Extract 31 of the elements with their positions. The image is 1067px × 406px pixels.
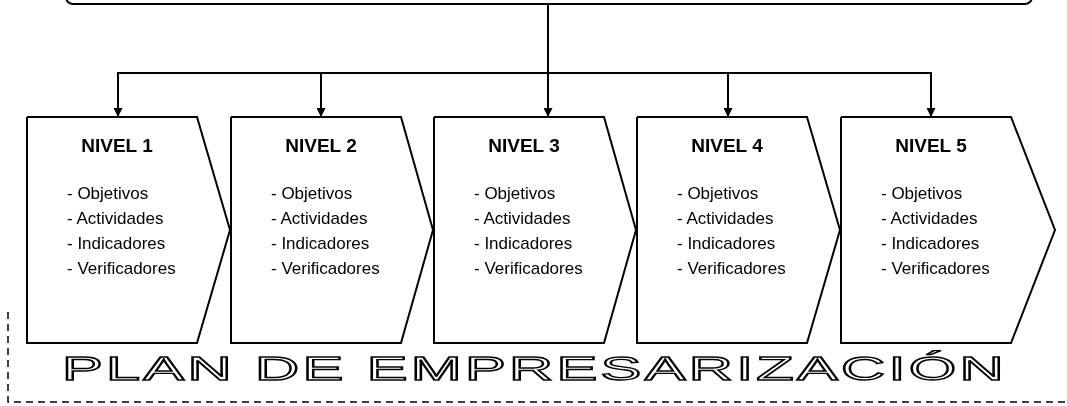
list-item: - Verificadores [271,258,380,280]
chevron-box [27,117,230,343]
list-item: - Actividades [677,208,774,230]
level-heading: NIVEL 5 [894,135,968,157]
level-heading: NIVEL 2 [284,135,358,157]
list-item: - Objetivos [881,183,963,205]
list-item: - Indicadores [677,233,776,255]
level-heading: NIVEL 1 [80,135,154,157]
list-item: - Actividades [474,208,571,230]
list-item: - Indicadores [881,233,980,255]
list-item: - Indicadores [474,233,573,255]
list-item: - Objetivos [474,183,556,205]
chevron-box [434,117,636,343]
list-item: - Indicadores [271,233,370,255]
list-item: - Verificadores [881,258,990,280]
list-item: - Actividades [67,208,164,230]
list-item: - Objetivos [271,183,353,205]
outlined-title: PLAN DE EMPRESARIZACIÓN [62,351,1007,388]
list-item: - Verificadores [677,258,786,280]
level-heading: NIVEL 3 [487,135,561,157]
list-item: - Objetivos [67,183,149,205]
list-item: - Objetivos [677,183,759,205]
chevron-box [231,117,433,343]
chevron-box [841,117,1055,343]
list-item: - Verificadores [67,258,176,280]
list-item: - Verificadores [474,258,583,280]
chevron-box [637,117,840,343]
list-item: - Actividades [271,208,368,230]
list-item: - Actividades [881,208,978,230]
level-heading: NIVEL 4 [690,135,764,157]
list-item: - Indicadores [67,233,166,255]
